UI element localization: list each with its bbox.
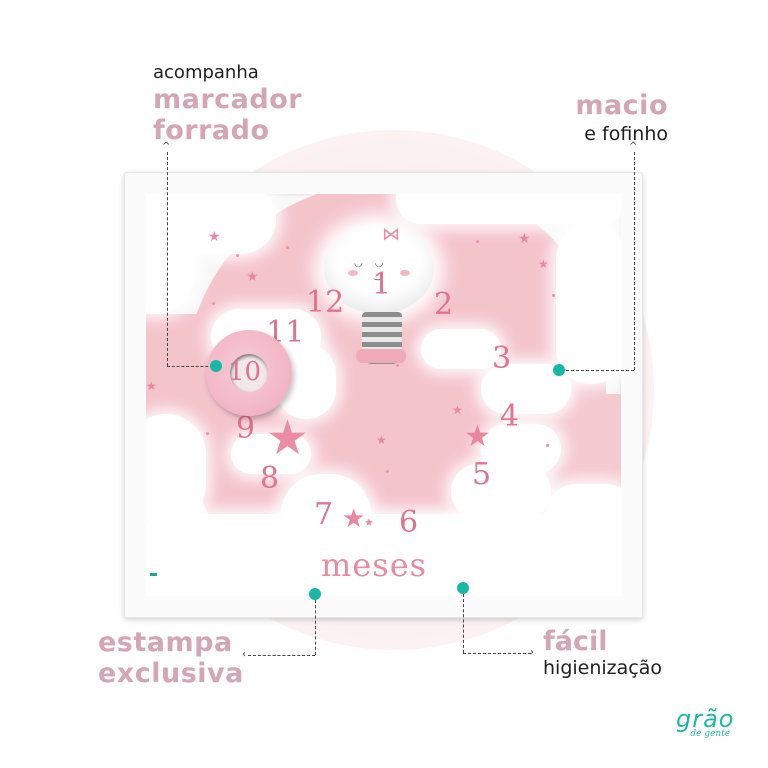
- dot: [286, 246, 289, 249]
- marker-dot: [553, 364, 565, 376]
- cheek: [348, 270, 358, 276]
- cloud: [546, 484, 621, 544]
- feature-label-marker-line2: marcador: [153, 84, 303, 115]
- star-icon: ★: [464, 419, 491, 454]
- star-icon: ★: [342, 504, 366, 534]
- cloud: [396, 194, 621, 224]
- leader-line: [167, 152, 168, 366]
- month-number-3: 3: [492, 341, 512, 376]
- cloud: [556, 224, 621, 384]
- arrow-left-icon: ‹: [242, 649, 246, 660]
- star-icon: ★: [518, 231, 531, 247]
- marker-dot: [309, 588, 321, 600]
- star-icon: ★: [146, 379, 157, 393]
- cloud: [146, 414, 206, 524]
- leader-line: [248, 655, 315, 656]
- pink-sky-top: [316, 194, 416, 214]
- month-number-1: 1: [372, 267, 392, 302]
- feature-label-print: estampa exclusiva: [98, 629, 244, 691]
- leader-line: [566, 370, 634, 371]
- cheek: [400, 270, 410, 276]
- feature-label-soft-line1: macio: [575, 90, 668, 121]
- leader-line: [634, 152, 635, 370]
- feature-label-marker-line1: acompanha: [153, 62, 259, 83]
- month-number-2: 2: [434, 287, 454, 322]
- milestone-blanket-image: ⋈ ◡◡ ‿ 1 2 3 4 5 6 7 8 9 11 12 meses ★ ★…: [124, 172, 643, 618]
- feature-label-soft: macio e fofinho: [575, 92, 668, 144]
- leader-line: [463, 653, 531, 654]
- dot: [386, 470, 389, 473]
- dot: [546, 444, 549, 447]
- marker-dot: [457, 582, 469, 594]
- dot: [236, 254, 239, 257]
- dot: [552, 294, 555, 297]
- brand-logo-sub: de gente: [690, 729, 731, 739]
- month-number-4: 4: [500, 399, 520, 434]
- leader-line: [463, 594, 464, 653]
- star-icon: ★: [452, 403, 463, 417]
- feature-label-marker: acompanha marcador forrado: [153, 62, 303, 146]
- star-icon: ★: [376, 433, 387, 447]
- brand-tag: [150, 573, 157, 576]
- star-icon: ★: [364, 516, 374, 529]
- marker-ring-hole: [230, 354, 268, 392]
- marker-dot: [210, 360, 222, 372]
- month-number-5: 5: [472, 457, 492, 492]
- dot: [206, 432, 209, 435]
- star-icon: ★: [538, 257, 549, 271]
- brand-logo: grão de gente: [676, 707, 735, 739]
- cloud: [146, 514, 621, 596]
- brand-logo-main: grão: [676, 705, 735, 733]
- dot: [476, 240, 479, 243]
- month-number-10: 10: [228, 357, 262, 387]
- bow-icon: ⋈: [382, 224, 400, 245]
- caption-meses: meses: [321, 546, 428, 584]
- cloud-character: ⋈ ◡◡ ‿: [324, 224, 434, 314]
- arrow-right-icon: ›: [530, 647, 534, 658]
- feature-label-cleaning-line1: fácil: [543, 626, 608, 657]
- closed-eyes-icon: ◡◡: [354, 258, 396, 269]
- arrow-up-icon: ^: [629, 141, 638, 152]
- cloud-character-body: [324, 224, 434, 314]
- feature-label-print-line2: exclusiva: [98, 658, 244, 689]
- feature-label-print-line1: estampa: [98, 627, 233, 658]
- month-number-12: 12: [306, 285, 345, 320]
- month-number-6: 6: [399, 505, 419, 540]
- cloud: [451, 464, 551, 519]
- marker-ring: 10: [206, 330, 292, 416]
- month-number-8: 8: [260, 461, 280, 496]
- leader-line: [167, 366, 213, 367]
- star-icon: ★: [246, 269, 259, 285]
- star-icon: ★: [266, 410, 310, 466]
- cloud: [231, 434, 311, 474]
- leader-line: [315, 600, 316, 655]
- dot: [212, 302, 215, 305]
- dot: [396, 364, 399, 367]
- feature-label-soft-line2: e fofinho: [584, 123, 668, 145]
- pink-shoes: [356, 349, 406, 363]
- feature-label-cleaning: fácil higienização: [543, 628, 662, 678]
- month-number-7: 7: [314, 497, 334, 532]
- month-number-9: 9: [236, 411, 256, 446]
- feature-label-cleaning-line2: higienização: [543, 657, 663, 679]
- feature-label-marker-line3: forrado: [153, 115, 270, 146]
- star-icon: ★: [208, 229, 221, 245]
- smile-icon: ‿: [374, 270, 383, 281]
- cloud: [421, 329, 501, 369]
- arrow-up-icon: ^: [162, 141, 171, 152]
